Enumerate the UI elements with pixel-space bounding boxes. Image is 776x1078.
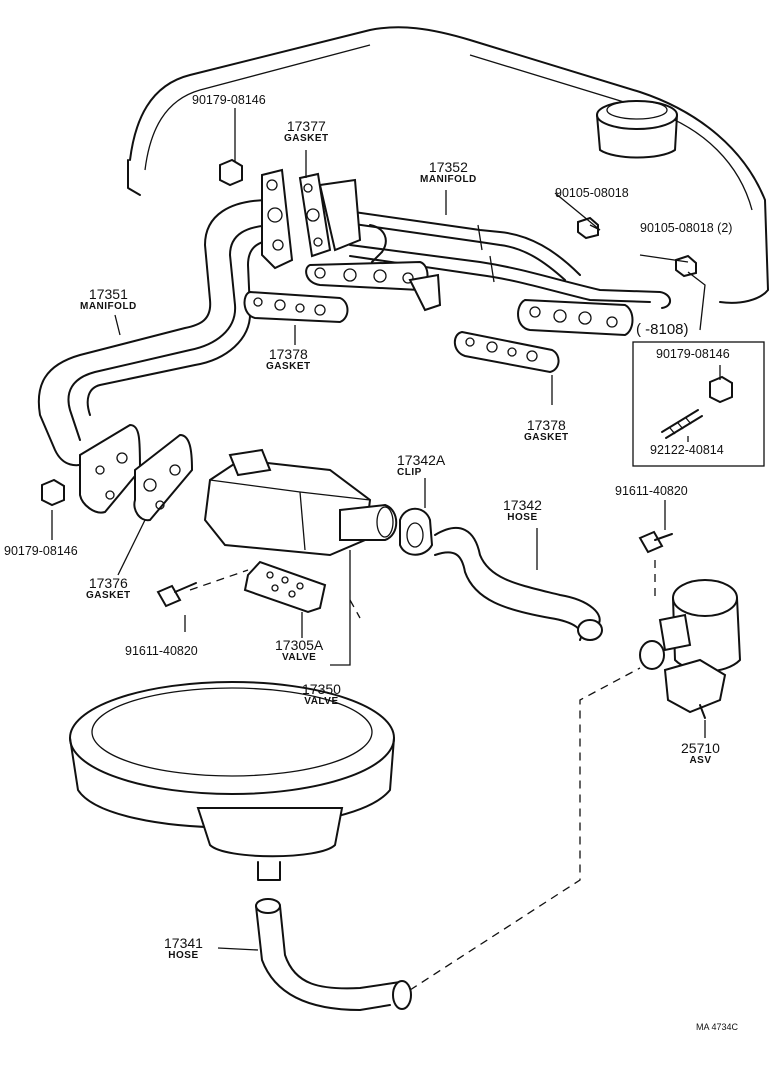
label-90179-08146-left: 90179-08146 — [4, 544, 78, 558]
valve-17350 — [203, 448, 398, 557]
part-number: 17376 — [88, 575, 128, 591]
valve-17305A — [243, 560, 327, 614]
hose-17341 — [255, 898, 412, 1011]
part-number: 17350 — [302, 681, 341, 697]
label-90179-08146-top: 90179-08146 — [192, 93, 266, 107]
label-90105-08018-a: 90105-08018 — [555, 186, 629, 200]
part-name: VALVE — [304, 696, 339, 707]
part-name: GASKET — [266, 361, 311, 372]
label-17376: 17376 GASKET — [86, 576, 131, 601]
label-17378-left: 17378 GASKET — [266, 347, 311, 372]
bolt-91611-right — [638, 530, 673, 554]
reference-code: MA 4734C — [696, 1022, 739, 1032]
label-8108: ( -8108) — [636, 321, 689, 338]
dashed-line-valve — [349, 599, 361, 619]
asv-25710 — [639, 579, 741, 719]
gasket-17378-right — [453, 330, 560, 374]
label-17350: 17350 VALVE — [302, 682, 341, 707]
gasket-17376 — [133, 433, 194, 522]
part-number: 17352 — [428, 159, 468, 175]
label-91611-40820-left: 91611-40820 — [125, 644, 198, 658]
part-name: ASV — [689, 755, 712, 766]
parts-box — [632, 341, 765, 467]
air-cleaner — [69, 681, 395, 881]
manifold-flanges — [261, 168, 634, 337]
bolt-91611-left — [156, 582, 197, 608]
label-17341: 17341 HOSE — [164, 936, 203, 961]
bolt-small-b — [675, 254, 697, 278]
label-17352: 17352 MANIFOLD — [420, 160, 477, 185]
part-name: GASKET — [86, 590, 131, 601]
hose-17342 — [434, 526, 603, 641]
label-91611-40820-right: 91611-40820 — [615, 484, 688, 498]
clip-17342A — [399, 507, 434, 556]
air-manifold-17352 — [339, 209, 671, 309]
stud-box — [661, 409, 703, 439]
part-name: MANIFOLD — [420, 174, 477, 185]
label-17378-right: 17378 GASKET — [524, 418, 569, 443]
part-number: 17378 — [268, 346, 308, 362]
part-name: HOSE — [507, 512, 538, 523]
dashed-line-asv-hose — [409, 667, 641, 991]
part-name: VALVE — [281, 652, 317, 663]
nut-top — [219, 158, 243, 187]
part-name: HOSE — [168, 950, 199, 961]
gasket-17378-left — [243, 290, 349, 324]
part-number: 17305A — [275, 637, 324, 653]
part-name: GASKET — [524, 432, 569, 443]
part-number: 17341 — [164, 935, 203, 951]
part-number: 17342 — [503, 497, 542, 513]
nut-box — [709, 375, 733, 404]
label-90179-08146-box: 90179-08146 — [656, 347, 730, 361]
bolt-small-a — [577, 216, 599, 240]
part-number: 25710 — [681, 740, 720, 756]
label-92122-40814: 92122-40814 — [650, 443, 724, 457]
gasket-17377 — [298, 172, 332, 258]
leader-lines — [51, 108, 721, 951]
part-number: 17342A — [397, 452, 446, 468]
part-name: GASKET — [284, 133, 329, 144]
part-number: 17378 — [526, 417, 566, 433]
label-17342: 17342 HOSE — [503, 498, 542, 523]
label-17351: 17351 MANIFOLD — [80, 287, 137, 312]
manifold-lower-flange — [79, 423, 142, 514]
nut-left — [41, 478, 65, 507]
dashed-line-bolt-valve — [189, 569, 249, 591]
label-25710: 25710 ASV — [681, 741, 720, 766]
label-17305A: 17305A VALVE — [275, 638, 323, 663]
part-name: MANIFOLD — [80, 301, 137, 312]
valve-cover — [127, 26, 769, 304]
label-17342A: 17342A CLIP — [397, 453, 445, 478]
part-number: 17351 — [88, 286, 128, 302]
label-17377: 17377 GASKET — [284, 119, 329, 144]
part-number: 17377 — [286, 118, 326, 134]
air-manifold-17351 — [37, 199, 279, 467]
part-name: CLIP — [397, 467, 422, 478]
label-90105-08018-b: 90105-08018 (2) — [640, 221, 733, 235]
